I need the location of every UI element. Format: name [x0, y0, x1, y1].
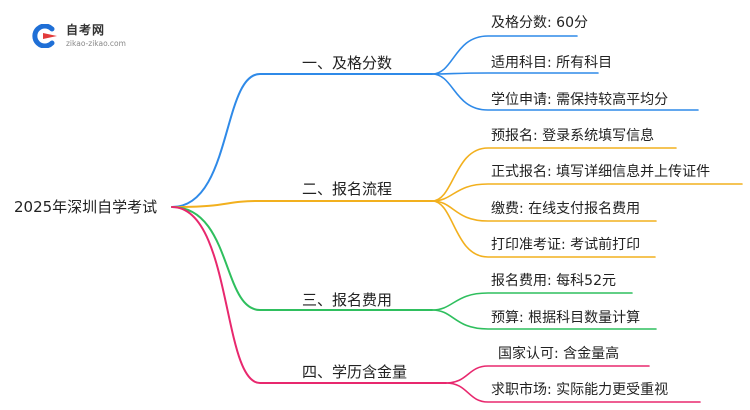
leaf-formal-registration: 正式报名: 填写详细信息并上传证件	[491, 164, 711, 180]
leaf-connector-3-1	[445, 382, 701, 403]
leaf-subjects: 适用科目: 所有科目	[491, 55, 613, 71]
logo-url: zikao-zikao.com	[66, 39, 126, 48]
branch-fees: 三、报名费用	[302, 291, 393, 309]
leaf-pre-registration: 预报名: 登录系统填写信息	[491, 128, 655, 144]
leaf-connector-2-0	[431, 292, 633, 311]
branch-connector-2	[171, 206, 433, 311]
leaf-connector-0-1	[431, 72, 599, 75]
branch-connector-1	[171, 200, 433, 208]
leaf-payment: 缴费: 在线支付报名费用	[491, 201, 641, 217]
leaf-connector-1-3	[431, 200, 656, 258]
branch-pass-score: 一、及格分数	[302, 54, 393, 72]
leaf-degree-apply: 学位申请: 需保持较高平均分	[491, 92, 669, 108]
leaf-connector-3-0	[445, 365, 650, 384]
leaf-connector-1-1	[431, 183, 743, 202]
leaf-connector-1-2	[431, 200, 657, 222]
site-logo: 自考网 zikao-zikao.com	[30, 18, 150, 54]
leaf-national-recognition: 国家认可: 含金量高	[498, 346, 620, 362]
leaf-connector-0-2	[431, 73, 699, 111]
leaf-print-ticket: 打印准考证: 考试前打印	[491, 237, 641, 253]
logo-c-icon	[32, 24, 57, 48]
leaf-budget: 预算: 根据科目数量计算	[491, 310, 641, 326]
leaf-connector-1-0	[431, 147, 677, 202]
branch-connector-0	[171, 73, 433, 208]
leaf-job-market: 求职市场: 实际能力更受重视	[491, 382, 669, 398]
leaf-connector-2-1	[431, 309, 657, 330]
branch-registration: 二、报名流程	[302, 180, 393, 198]
branch-connector-3	[171, 206, 447, 384]
leaf-fee-amount: 报名费用: 每科52元	[491, 273, 616, 289]
leaf-connector-0-0	[431, 35, 578, 75]
logo-title: 自考网	[66, 23, 106, 37]
leaf-pass-score: 及格分数: 60分	[491, 15, 588, 31]
branch-degree-value: 四、学历含金量	[302, 363, 408, 381]
root-node: 2025年深圳自学考试	[14, 198, 158, 216]
